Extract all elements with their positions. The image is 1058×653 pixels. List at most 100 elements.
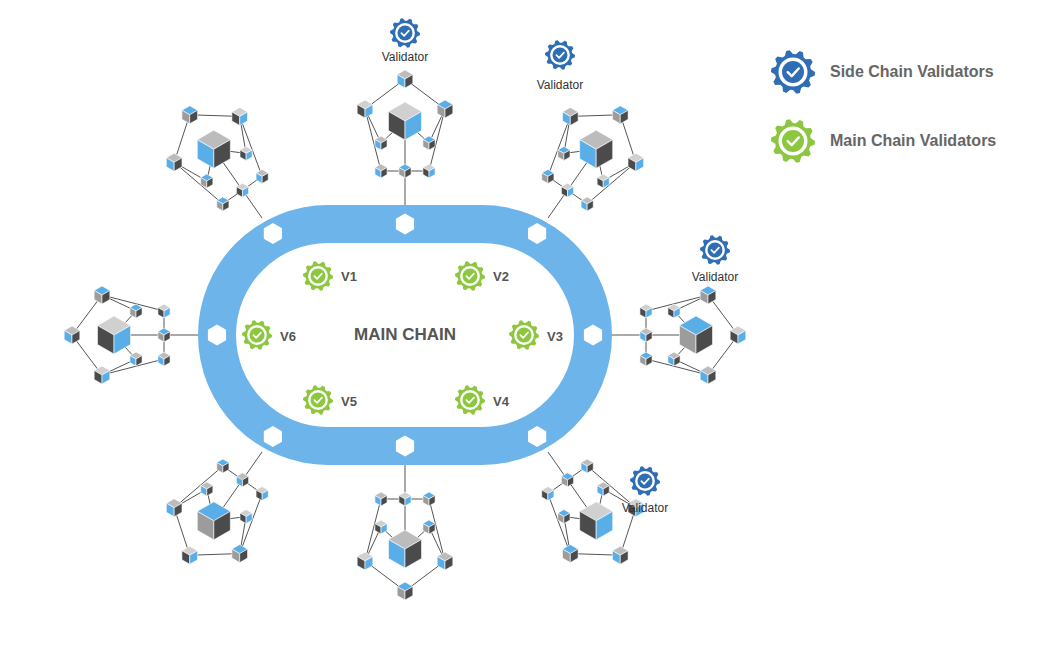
cube-face — [365, 105, 373, 119]
cube-face — [64, 331, 72, 345]
chain-link-line — [240, 116, 262, 176]
cube-icon — [94, 366, 110, 384]
validator-gear-icon — [455, 261, 485, 291]
cube-icon — [397, 582, 413, 600]
ring-port-hexagon — [584, 325, 602, 346]
cube-face — [375, 140, 381, 151]
gear-core — [398, 26, 413, 41]
validator-label: Validator — [382, 50, 428, 64]
cube-face — [405, 540, 422, 569]
cube-face — [158, 356, 164, 367]
cube-icon — [730, 326, 746, 344]
cube-face — [375, 496, 381, 507]
validator-number: V5 — [341, 394, 357, 409]
validator-gear-icon — [303, 385, 333, 415]
chain-link-line — [646, 295, 708, 311]
cube-face — [628, 158, 636, 172]
validator-gear-icon — [771, 50, 815, 93]
cube-face — [423, 140, 429, 151]
cube-face — [429, 496, 435, 507]
cube-face — [399, 496, 405, 507]
cube-face — [207, 486, 213, 497]
validator-gear-icon — [455, 385, 485, 415]
cube-icon — [236, 473, 248, 487]
cube-icon — [423, 520, 435, 534]
gear-core — [463, 393, 478, 408]
gear-core — [463, 269, 478, 284]
chain-link-line — [548, 452, 564, 475]
cube-icon — [612, 546, 628, 564]
cube-icon — [628, 153, 644, 171]
gear-teeth — [303, 385, 333, 415]
cube-face — [158, 332, 164, 343]
gear-teeth — [509, 320, 539, 350]
chain-link-line — [548, 195, 564, 218]
cube-face — [445, 105, 453, 119]
cube-face — [197, 140, 214, 169]
cube-face — [700, 291, 708, 305]
cube-icon — [558, 146, 570, 160]
cube-icon — [388, 102, 421, 140]
cube-icon — [201, 174, 213, 188]
chain-link-line — [246, 452, 262, 475]
cube-icon — [397, 70, 413, 88]
cube-face — [581, 463, 587, 474]
chain-link-line — [405, 465, 406, 493]
side-chain-cluster — [357, 70, 453, 205]
cube-face — [174, 158, 182, 172]
cube-face — [182, 551, 190, 565]
cube-face — [223, 463, 229, 474]
cube-face — [738, 331, 746, 345]
cube-face — [197, 511, 214, 540]
gear-core — [250, 328, 265, 343]
cube-icon — [581, 197, 593, 211]
cube-face — [558, 513, 564, 524]
cube-icon — [158, 352, 170, 366]
cube-face — [429, 140, 435, 151]
validator-label: Validator — [692, 270, 738, 284]
ring-port-hexagon — [528, 223, 546, 244]
cube-icon — [375, 520, 387, 534]
cube-icon — [201, 482, 213, 496]
cube-icon — [679, 316, 712, 354]
cube-face — [381, 496, 387, 507]
validator-label: Validator — [537, 78, 583, 92]
chain-link-line — [365, 499, 381, 561]
gear-core — [311, 269, 326, 284]
cube-face — [646, 308, 652, 319]
cube-icon — [640, 352, 652, 366]
cube-face — [182, 110, 190, 124]
cube-face — [646, 332, 652, 343]
cube-icon — [597, 482, 609, 496]
cube-face — [136, 308, 142, 319]
cube-icon — [423, 136, 435, 150]
cube-face — [570, 112, 578, 126]
cube-face — [397, 75, 405, 89]
cube-icon — [700, 286, 716, 304]
side-chains — [64, 70, 746, 600]
cube-icon — [580, 130, 613, 168]
check-mark — [556, 53, 564, 58]
cube-face — [246, 150, 252, 161]
cube-face — [562, 549, 570, 563]
cube-face — [201, 177, 207, 188]
cube-face — [357, 105, 365, 119]
cube-face — [246, 513, 252, 524]
cube-face — [94, 371, 102, 385]
gear-ring — [308, 390, 328, 410]
gear-teeth — [700, 235, 730, 265]
cube-face — [375, 168, 381, 179]
gear-teeth — [771, 50, 815, 93]
cube-face — [423, 496, 429, 507]
validator-gear-icon — [630, 466, 660, 496]
cube-icon — [597, 174, 609, 188]
cube-face — [679, 326, 696, 355]
cube-face — [730, 331, 738, 345]
cube-icon — [423, 164, 435, 178]
cube-face — [580, 140, 597, 169]
cube-icon — [217, 197, 229, 211]
cube-face — [568, 476, 574, 487]
cube-face — [164, 356, 170, 367]
cube-icon — [668, 304, 680, 318]
ring-port-hexagon — [528, 426, 546, 447]
